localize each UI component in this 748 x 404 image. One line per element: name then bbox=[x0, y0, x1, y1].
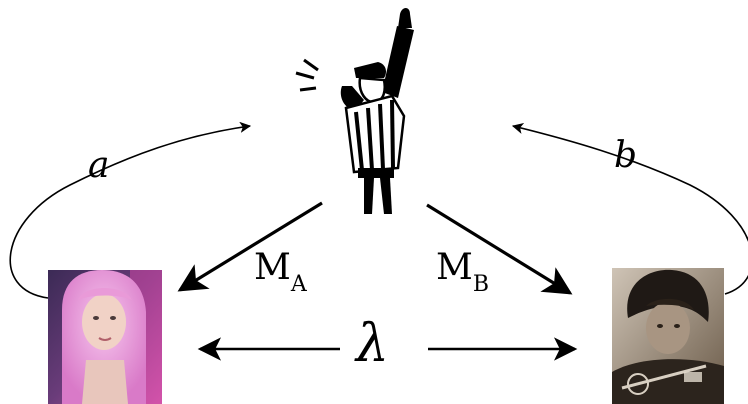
referee-figure bbox=[295, 8, 414, 214]
label-a: a bbox=[88, 145, 110, 186]
label-m-a: MA bbox=[254, 250, 307, 296]
arrow-b bbox=[511, 122, 748, 295]
label-m-b: MB bbox=[436, 250, 489, 296]
left-photo bbox=[48, 270, 162, 404]
arrow-mb bbox=[426, 203, 573, 295]
arrow-a bbox=[9, 121, 252, 299]
label-lambda: λ bbox=[356, 314, 389, 374]
label-m-a-subscript: A bbox=[290, 272, 307, 297]
label-m-b-main: M bbox=[436, 247, 473, 288]
label-m-b-subscript: B bbox=[472, 272, 490, 297]
label-b: b bbox=[614, 135, 638, 176]
label-m-a-main: M bbox=[254, 247, 291, 288]
arrow-ma bbox=[177, 201, 323, 292]
right-photo bbox=[612, 268, 724, 404]
